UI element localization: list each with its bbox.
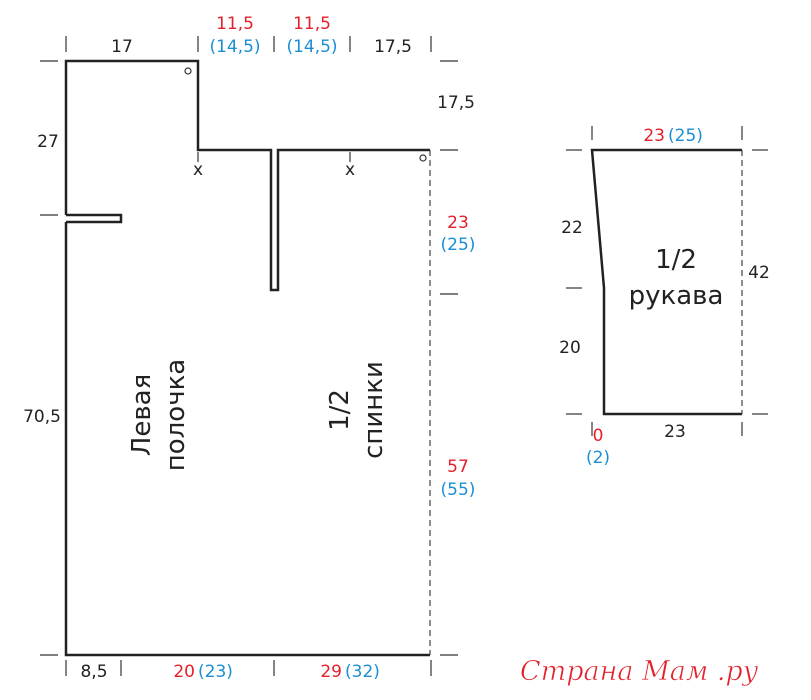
sleeve-label-line2: рукава: [629, 281, 724, 311]
back-label-line2: спинки: [359, 361, 389, 459]
dim-neck1-main: 11,5: [216, 14, 254, 34]
sleeve-right: 42: [748, 263, 770, 283]
front-label-line2: полочка: [161, 359, 191, 471]
sleeve-top-main: 23: [643, 126, 665, 146]
dim-bottom-mid-alt: (23): [198, 662, 233, 682]
back-label-line1: 1/2: [325, 389, 355, 431]
sleeve-left-upper: 22: [561, 218, 583, 238]
dim-shoulder: 17: [111, 37, 133, 57]
marker-x-icon: x: [193, 160, 203, 180]
sleeve-bottom: 23: [664, 422, 686, 442]
marker-x-icon: x: [345, 160, 355, 180]
marker-circle-icon: [419, 154, 427, 162]
dim-shoulder-drop: 17,5: [437, 93, 475, 113]
dim-bottom-left: 8,5: [80, 662, 107, 682]
watermark-logo: Страна Мам .ру: [520, 656, 759, 687]
dimension-ticks: [40, 36, 768, 676]
marker-circle-icon: [184, 67, 192, 75]
dim-armhole-alt: (25): [441, 235, 476, 255]
dim-bottom-mid-main: 20: [173, 662, 195, 682]
dim-neck2-main: 11,5: [293, 14, 331, 34]
sleeve-label-line1: 1/2: [655, 245, 697, 275]
dim-bottom-right-alt: (32): [345, 662, 380, 682]
sleeve-left-lower: 20: [559, 338, 581, 358]
dim-top-right: 17,5: [374, 37, 412, 57]
sleeve-outline: [590, 148, 742, 416]
sleeve-bottom-offset-alt: (2): [586, 448, 610, 468]
sleeve-bottom-offset-main: 0: [593, 426, 604, 446]
dim-side-main: 57: [447, 457, 469, 477]
sleeve-top-alt: (25): [668, 126, 703, 146]
dim-left-lower: 70,5: [23, 407, 61, 427]
dim-neck1-alt: (14,5): [209, 37, 260, 57]
dim-left-upper: 27: [37, 132, 59, 152]
dim-armhole-main: 23: [447, 213, 469, 233]
dim-neck2-alt: (14,5): [286, 37, 337, 57]
front-back-outline: [64, 59, 430, 657]
dim-side-alt: (55): [441, 480, 476, 500]
front-label-line1: Левая: [127, 374, 157, 456]
dim-bottom-right-main: 29: [320, 662, 342, 682]
